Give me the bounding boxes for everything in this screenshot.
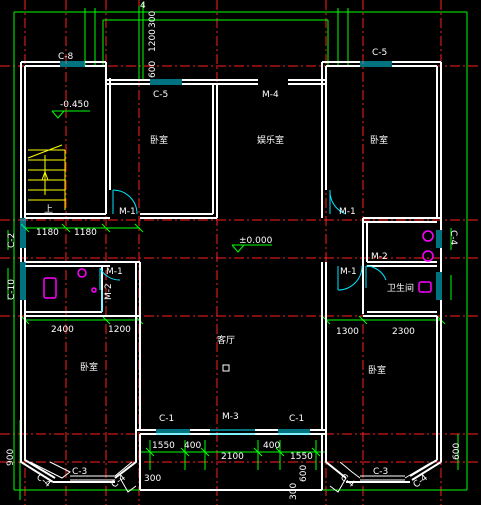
room-bedroom-bottom-left: 卧室 bbox=[80, 361, 98, 373]
dim-left-1180-a: 1180 bbox=[36, 228, 59, 238]
dim-right-600: 600 bbox=[452, 443, 462, 460]
label-m1-d: M-1 bbox=[340, 267, 357, 277]
label-m2-b: M-2 bbox=[104, 283, 114, 300]
dim-bottom-1550-b: 1550 bbox=[290, 452, 313, 462]
dimension-lines bbox=[7, 2, 468, 500]
label-m4: M-4 bbox=[262, 90, 279, 100]
dim-top-300: 300 bbox=[148, 11, 158, 28]
dim-bottom-300-vertical: 300 bbox=[289, 483, 299, 500]
dim-bottom-400-a: 400 bbox=[184, 441, 201, 451]
bathroom-fixtures bbox=[43, 230, 434, 299]
label-c3-left: C-3 bbox=[72, 467, 87, 477]
dim-left-2400: 2400 bbox=[51, 325, 74, 335]
label-c5-left: C-5 bbox=[153, 90, 168, 100]
dim-left-1200: 1200 bbox=[108, 325, 131, 335]
label-m2-a: M-2 bbox=[371, 252, 388, 262]
label-m1-c: M-1 bbox=[106, 267, 123, 277]
level-markers bbox=[51, 110, 272, 253]
label-c1-a: C-1 bbox=[159, 414, 174, 424]
dim-bottom-2100: 2100 bbox=[221, 452, 244, 462]
label-c5-right: C-5 bbox=[372, 48, 387, 58]
label-c4-bottom-right-2: C-4 bbox=[412, 473, 430, 490]
room-bedroom-top-right: 卧室 bbox=[370, 134, 388, 146]
room-bedroom-bottom-right: 卧室 bbox=[368, 364, 386, 376]
dim-right-2300: 2300 bbox=[392, 327, 415, 337]
room-bedroom-top-left: 卧室 bbox=[150, 134, 168, 146]
label-m1-b: M-1 bbox=[339, 207, 356, 217]
dim-bottom-400-b: 400 bbox=[263, 441, 280, 451]
level-entry: -0.450 bbox=[60, 100, 89, 110]
dim-bottom-300: 300 bbox=[144, 474, 161, 484]
room-living: 客厅 bbox=[217, 334, 235, 346]
room-bathroom: 卫生间 bbox=[387, 282, 414, 294]
top-marker: 4 bbox=[140, 1, 146, 11]
dim-bottom-600: 600 bbox=[299, 465, 309, 482]
label-c2: C-2 bbox=[7, 233, 17, 248]
bay-windows bbox=[29, 461, 433, 493]
label-c10: C-10 bbox=[7, 279, 17, 300]
room-leisure: 娱乐室 bbox=[257, 134, 284, 146]
stair-up-label: 上 bbox=[44, 204, 53, 215]
living-room-marker bbox=[222, 364, 230, 372]
dim-top-1200: 1200 bbox=[148, 29, 158, 52]
label-c1-b: C-1 bbox=[289, 414, 304, 424]
dim-right-1300: 1300 bbox=[336, 327, 359, 337]
doors bbox=[99, 189, 387, 312]
label-m1-a: M-1 bbox=[119, 207, 136, 217]
dim-top-600: 600 bbox=[148, 61, 158, 78]
label-c8: C-8 bbox=[58, 52, 74, 62]
dim-bottom-1550-a: 1550 bbox=[152, 441, 175, 451]
dim-left-1180-b: 1180 bbox=[74, 228, 97, 238]
windows bbox=[20, 61, 442, 435]
staircase bbox=[27, 144, 66, 210]
label-m3: M-3 bbox=[222, 412, 239, 422]
label-c4-right: C-4 bbox=[448, 230, 458, 246]
level-main: ±0.000 bbox=[239, 236, 273, 246]
dim-left-900: 900 bbox=[6, 449, 16, 466]
label-c3-right: C-3 bbox=[373, 467, 388, 477]
